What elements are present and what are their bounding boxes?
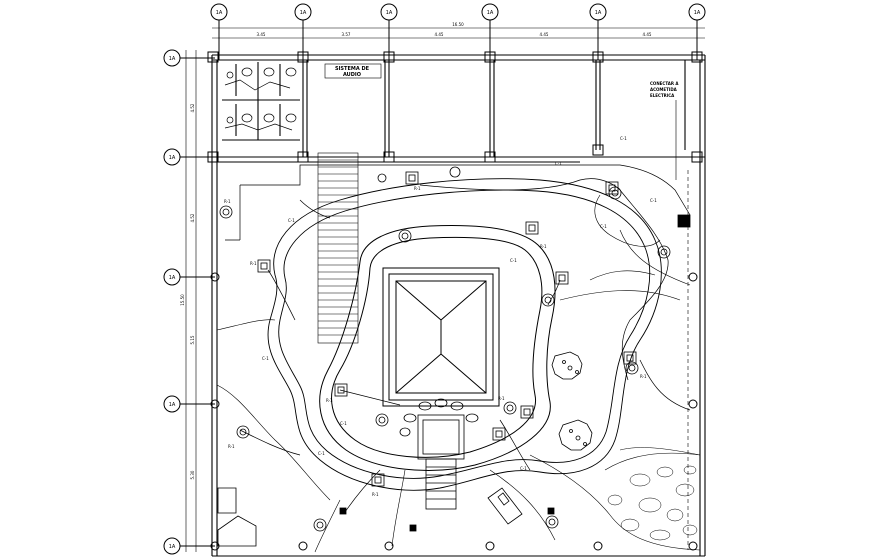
inner-ring-wall [319,225,556,471]
circuit-tag: C-1 [520,466,527,471]
column-tag-2: 1A [300,10,307,16]
row-tag-2: 1A [169,155,176,161]
central-pavilion [382,267,500,407]
left-dimension-lines [185,50,197,552]
connect-note-1: CONECTAR A [650,81,679,86]
left-dim-3: 5.15 [190,335,195,344]
box-tag: R-1 [326,398,333,403]
circuit-tag: C-1 [510,258,517,263]
box-tag: R-1 [372,492,379,497]
row-tag-4: 1A [169,402,176,408]
planter-box [217,487,523,547]
row-tag-1: 1A [169,56,176,62]
circuit-tag: C-1 [600,224,607,229]
column-tag-6: 1A [694,10,701,16]
top-dim-1: 3.45 [257,32,266,37]
top-dim-3: 4.45 [435,32,444,37]
audio-room: SISTEMA DE AUDIO [324,63,382,79]
tree-symbols [551,351,593,451]
seating-cluster [399,398,479,510]
box-tag: R-1 [498,396,505,401]
structural-columns [207,51,703,551]
connect-note-3: ELECTRICA [650,93,675,98]
top-total-dimension: 16.50 [452,22,464,27]
row-tag-5: 1A [169,544,176,550]
row-tag-3: 1A [169,275,176,281]
junction-boxes [257,171,691,532]
left-dim-1: 4.52 [190,103,195,112]
column-grid-top [210,3,706,60]
circuit-tag: C-1 [288,218,295,223]
building-frame [211,54,706,557]
box-tag: R-1 [640,374,647,379]
circuit-tag: C-1 [650,198,657,203]
box-tag: R-1 [224,199,231,204]
top-dim-5: 4.45 [643,32,652,37]
electrical-connection-note: CONECTAR A ACOMETIDA ELECTRICA [650,81,679,180]
toilet-fixtures [224,67,297,131]
left-total-dimension: 15.50 [180,294,185,306]
electrical-circuits [225,164,691,513]
rock-garden [607,447,701,541]
top-dimension-lines [212,27,705,39]
circuit-tag: C-1 [340,421,347,426]
column-tag-1: 1A [216,10,223,16]
top-dim-2: 3.57 [342,32,351,37]
audio-room-label-2: AUDIO [343,72,361,78]
garden-beds [216,194,701,553]
column-tag-5: 1A [595,10,602,16]
circuit-tag: C-1 [555,161,562,166]
box-tag: R-1 [414,186,421,191]
garden-path-outer [267,178,662,491]
circuit-labels: C-1 C-1 C-1 C-1 C-1 C-1 C-1 C-1 C-1 C-1 … [224,136,657,497]
box-tag: R-1 [540,244,547,249]
circuit-tag: C-1 [262,356,269,361]
left-dim-2: 4.52 [190,213,195,222]
box-tag: R-1 [228,444,235,449]
left-dim-4: 5.30 [190,470,195,479]
top-dim-4: 4.45 [540,32,549,37]
box-tag: R-1 [250,261,257,266]
column-tag-4: 1A [487,10,494,16]
connect-note-2: ACOMETIDA [650,87,678,92]
audio-room-label-1: SISTEMA DE [335,66,370,72]
circuit-tag: C-1 [620,136,627,141]
column-tag-3: 1A [386,10,393,16]
circuit-tag: C-1 [318,451,325,456]
staircase [317,152,359,344]
